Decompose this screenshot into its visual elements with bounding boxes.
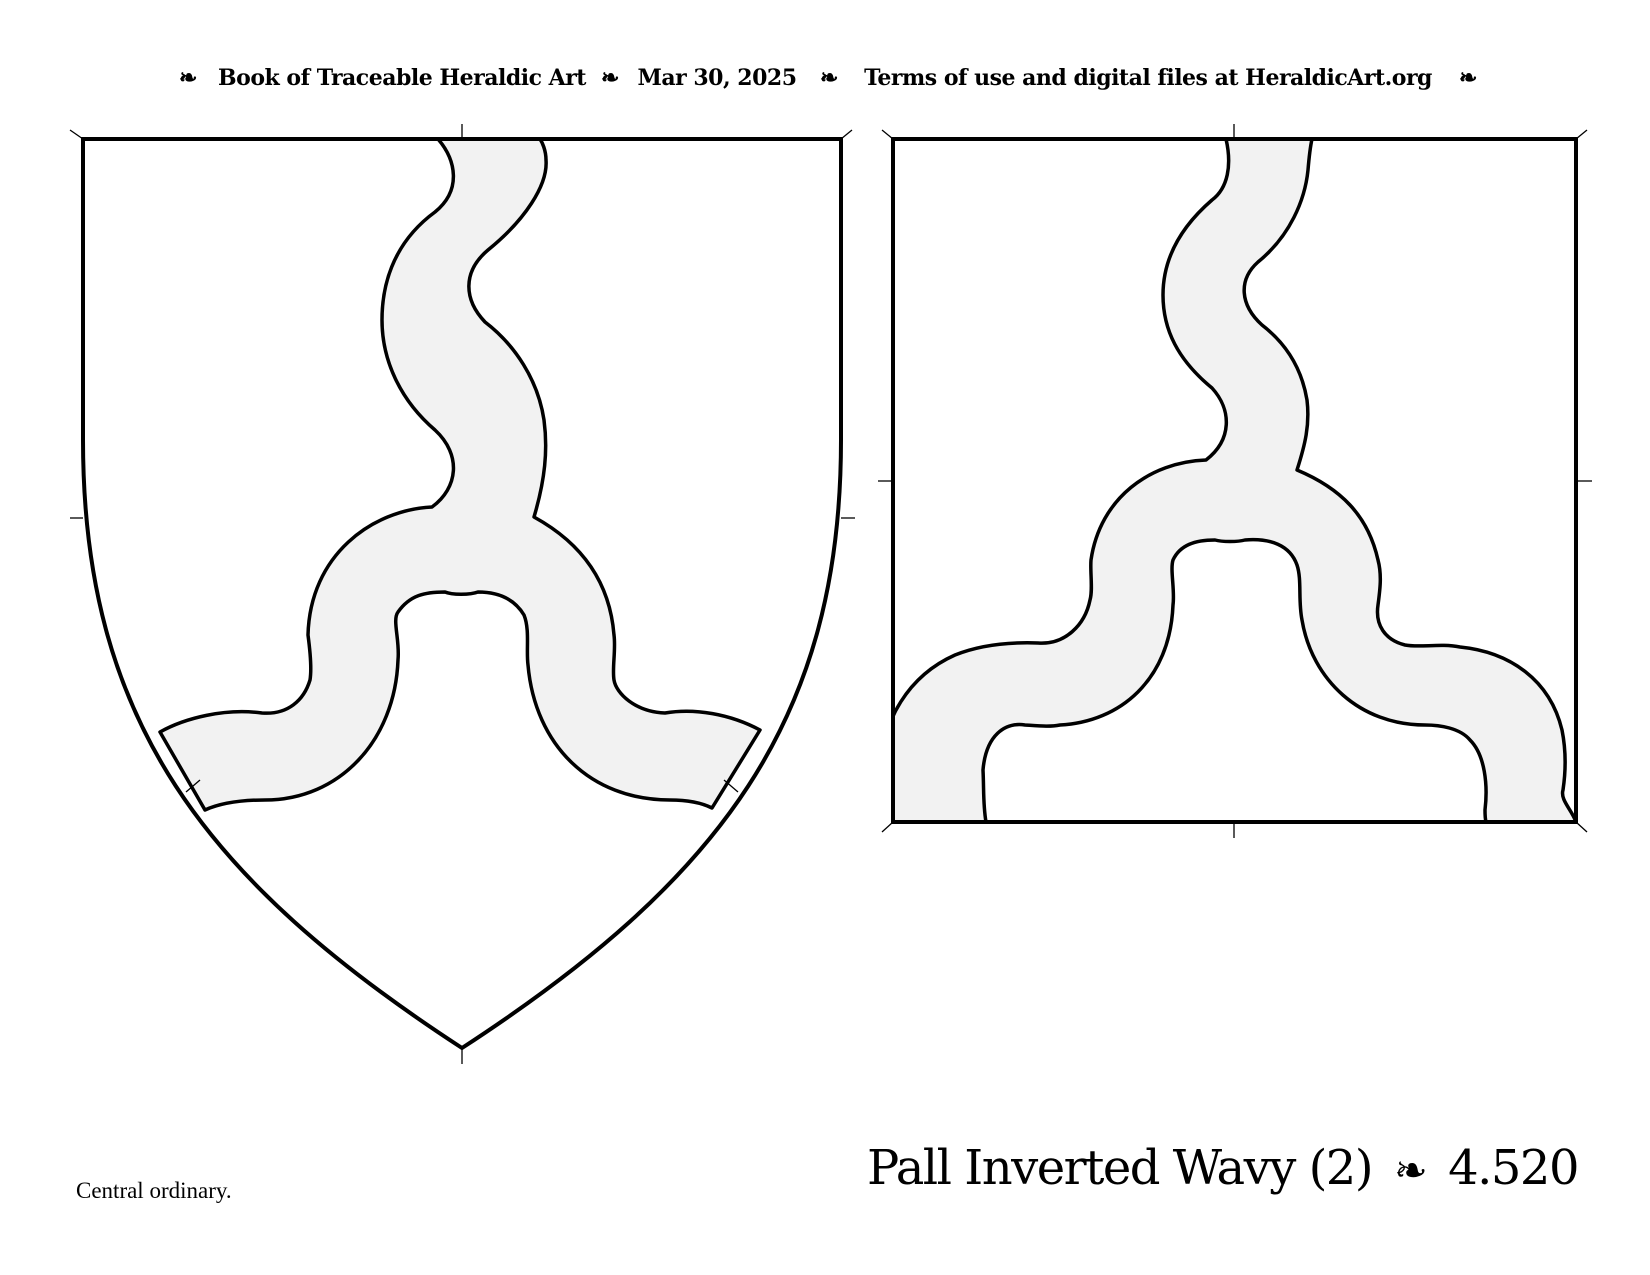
heater-shield bbox=[69, 124, 855, 1064]
registration-ticks bbox=[878, 124, 1592, 838]
book-title: Book of Traceable Heraldic Art bbox=[218, 65, 586, 91]
pall-wavy-charge-square bbox=[893, 139, 1576, 822]
plate-title-block: Pall Inverted Wavy (2) ❧ 4.520 bbox=[867, 1140, 1579, 1220]
page-header: ❧ Book of Traceable Heraldic Art ❧ Mar 3… bbox=[0, 58, 1650, 98]
square-panel bbox=[878, 124, 1592, 838]
caption: Central ordinary. bbox=[76, 1178, 232, 1203]
fleuron-icon: ❧ bbox=[1394, 1148, 1428, 1194]
publication-date: Mar 30, 2025 bbox=[637, 65, 797, 91]
pall-wavy-charge bbox=[158, 139, 762, 812]
registration-ticks bbox=[69, 124, 855, 1064]
plate-title: Pall Inverted Wavy (2) bbox=[867, 1140, 1374, 1196]
fleuron-icon: ❧ bbox=[179, 65, 197, 91]
fleuron-icon: ❧ bbox=[1459, 65, 1477, 91]
fleuron-icon: ❧ bbox=[601, 65, 619, 91]
fleuron-icon: ❧ bbox=[820, 65, 838, 91]
plate-number: 4.520 bbox=[1448, 1140, 1579, 1196]
terms-of-use: Terms of use and digital files at Herald… bbox=[864, 65, 1432, 91]
